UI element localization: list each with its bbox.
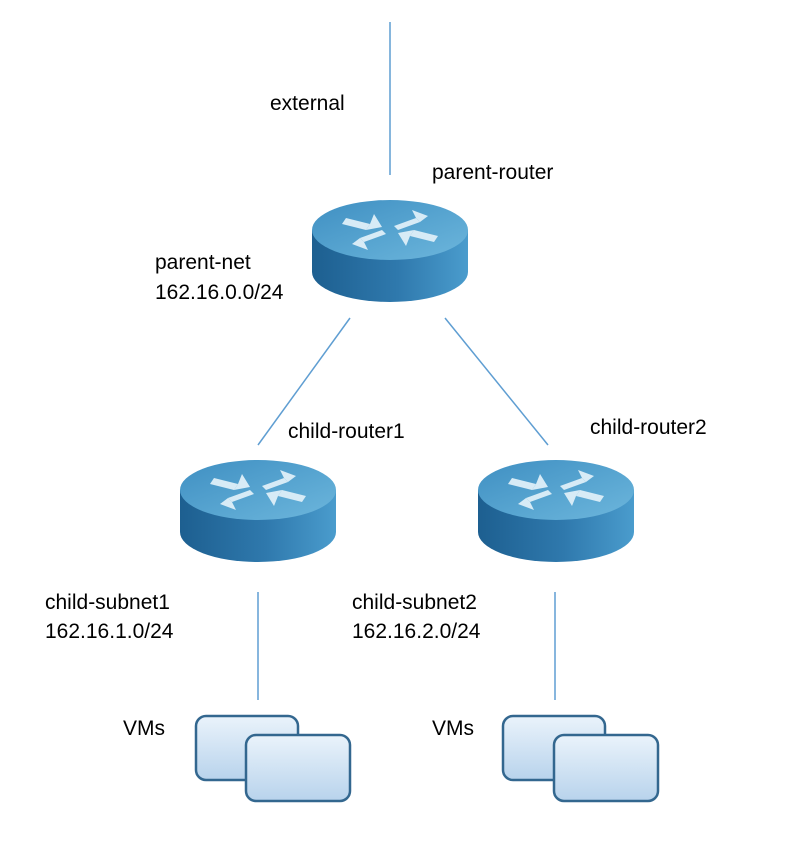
child-router2-icon <box>478 460 634 562</box>
parent-router-icon <box>312 200 468 302</box>
parent-to-child2-line <box>444 317 549 446</box>
parent-net-name-label: parent-net <box>155 251 251 274</box>
external-label: external <box>270 92 345 115</box>
child-subnet1-cidr-label: 162.16.1.0/24 <box>45 620 174 643</box>
child2-vm-window-icon <box>501 714 660 803</box>
child-router1-icon <box>180 460 336 562</box>
child-router1-label: child-router1 <box>288 420 405 443</box>
parent-net-cidr-label: 162.16.0.0/24 <box>155 281 284 304</box>
child2-vms-label: VMs <box>432 717 474 740</box>
child-subnet2-cidr-label: 162.16.2.0/24 <box>352 620 481 643</box>
parent-router-label: parent-router <box>432 161 554 184</box>
child1-vms-label: VMs <box>123 717 165 740</box>
child-router2-label: child-router2 <box>590 416 707 439</box>
parent-to-child1-line <box>257 317 351 446</box>
child1-vm-window-icon <box>194 714 352 803</box>
child-subnet1-name-label: child-subnet1 <box>45 591 170 614</box>
child-subnet2-name-label: child-subnet2 <box>352 591 477 614</box>
